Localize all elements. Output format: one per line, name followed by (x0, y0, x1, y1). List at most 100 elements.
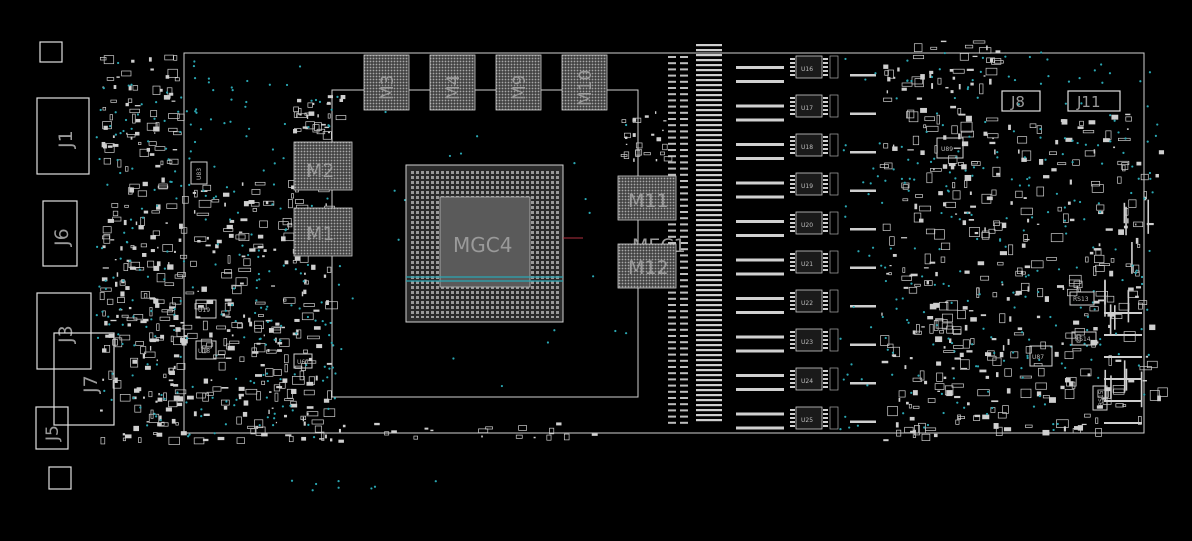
smd-pad (938, 191, 943, 196)
smd-part (662, 143, 668, 151)
smd-pad (249, 321, 253, 327)
memory-chip-m4[interactable]: M4 (429, 54, 476, 111)
smd-part (247, 425, 259, 429)
vreg-u21[interactable]: U21 (790, 250, 839, 274)
vreg-u18[interactable]: U18 (790, 133, 839, 157)
smd-pad (668, 421, 676, 424)
via (917, 374, 920, 377)
connector-j6[interactable]: J6 (42, 200, 78, 267)
smd-part (660, 151, 665, 156)
smd-part (1010, 351, 1019, 359)
smd-pad (633, 158, 635, 162)
smd-pad (135, 221, 138, 226)
memory-chip-m2[interactable]: M2 (293, 141, 353, 191)
smd-pad (923, 267, 929, 269)
smd-part (961, 130, 974, 138)
vreg-u22[interactable]: U22 (790, 289, 839, 313)
finger-pad (696, 104, 722, 107)
smd-pad (132, 246, 137, 250)
smd-pad (969, 191, 972, 195)
via (122, 129, 125, 133)
memory-label: M1 (306, 223, 334, 245)
vreg-u20[interactable]: U20 (790, 211, 839, 235)
smd-pad (1126, 128, 1129, 130)
memory-chip-m11[interactable]: M11 (617, 175, 677, 221)
memory-chip-m10[interactable]: M10 (561, 54, 608, 111)
bus-pad (736, 349, 784, 353)
smd-pad (1158, 150, 1165, 155)
vreg-u23[interactable]: U23 (790, 328, 839, 352)
part-u67[interactable]: U67 (293, 353, 313, 369)
vreg-u19[interactable]: U19 (790, 172, 839, 196)
smd-pad (680, 266, 688, 269)
via-layer (95, 51, 1159, 492)
smd-pad (241, 182, 244, 186)
finger-pad (696, 54, 722, 57)
memory-chip-m9[interactable]: M9 (495, 54, 542, 111)
smd-part (960, 359, 970, 370)
smd-pad (980, 314, 987, 317)
vreg-u17[interactable]: U17 (790, 94, 839, 118)
via (1148, 249, 1151, 253)
via (314, 482, 318, 486)
via (290, 304, 293, 307)
via (130, 127, 133, 130)
finger-pad (696, 209, 722, 212)
via (933, 283, 936, 286)
via (1028, 55, 1031, 59)
smd-part (294, 128, 302, 132)
part-rs15[interactable]: RS15 (1092, 385, 1108, 411)
via (625, 123, 628, 127)
part-rs13[interactable]: RS13 (1069, 291, 1095, 306)
smd-pad (228, 233, 234, 238)
memory-chip-m3[interactable]: M3 (363, 54, 410, 111)
smd-part (305, 121, 315, 130)
connector-j5[interactable]: J5 (35, 406, 69, 450)
smd-pad (977, 261, 985, 266)
smd-pad (1061, 119, 1068, 125)
via (1135, 269, 1138, 272)
smd-part (102, 235, 110, 240)
smd-pad (120, 291, 125, 297)
via (839, 337, 842, 340)
part-u87[interactable]: U87 (1029, 345, 1053, 367)
part-rs14[interactable]: RS14 (1071, 331, 1097, 346)
via (1047, 74, 1050, 78)
connector-j1[interactable]: J1 (36, 97, 90, 175)
smd-pad (303, 421, 306, 426)
smd-pad (321, 123, 326, 126)
smd-part (303, 349, 308, 354)
via (954, 177, 957, 180)
via (241, 244, 244, 247)
smd-part (179, 254, 188, 259)
part-u83[interactable]: U83 (190, 161, 208, 185)
connector-j3[interactable]: J3 (36, 292, 92, 370)
gpu-package[interactable]: MGC4 (405, 164, 583, 323)
smd-pad (1136, 161, 1142, 166)
part-u18-small[interactable]: U18 (195, 340, 217, 360)
smd-pad (948, 163, 956, 167)
smd-pad (108, 333, 114, 338)
connector-j11[interactable]: J11 (1067, 90, 1121, 112)
smd-pad (958, 113, 966, 116)
smd-pad (974, 231, 979, 235)
connector-j7[interactable]: J7 (53, 332, 115, 426)
bus-pad (850, 189, 876, 192)
via (1063, 206, 1066, 209)
smd-part (143, 293, 148, 299)
finger-pad (696, 179, 722, 182)
smd-part (953, 345, 964, 349)
memory-chip-m12[interactable]: M12 (617, 243, 677, 289)
smd-part (322, 131, 332, 140)
memory-chip-m1[interactable]: M1 (293, 207, 353, 257)
connector-j8[interactable]: J8 (1001, 90, 1041, 112)
vreg-u25[interactable]: U25 (790, 406, 839, 430)
smd-part (226, 343, 230, 350)
via (95, 314, 98, 317)
part-u19-small[interactable]: U19 (195, 299, 217, 319)
smd-pad (680, 99, 688, 102)
smd-pad (668, 390, 676, 393)
vreg-u24[interactable]: U24 (790, 367, 839, 391)
part-u89[interactable]: U89 (936, 137, 964, 159)
vreg-u16[interactable]: U16 (790, 55, 839, 79)
